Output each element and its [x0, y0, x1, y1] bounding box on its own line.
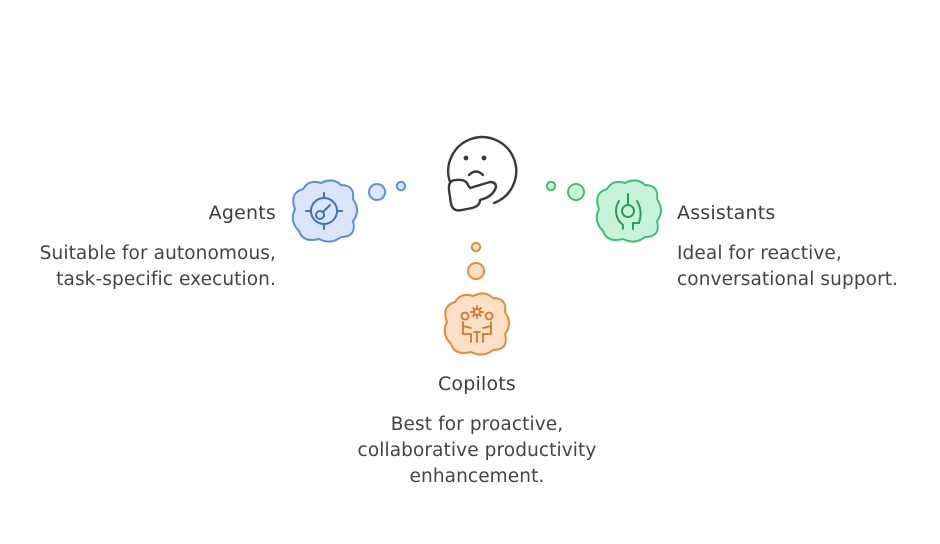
- copilots-description-line: Best for proactive,: [390, 414, 564, 435]
- assistants-description-line: Ideal for reactive,: [677, 243, 842, 264]
- agents-thought-dots: [368, 180, 407, 201]
- copilots-description-line: enhancement.: [409, 466, 545, 487]
- copilots-thought-dots: [467, 241, 485, 280]
- copilots-node[interactable]: [441, 290, 513, 358]
- assistants-node[interactable]: [593, 177, 665, 245]
- thinking-face-icon: [447, 135, 518, 212]
- assistants-thought-dots: [545, 180, 585, 201]
- agents-title: Agents: [208, 202, 276, 224]
- assistant-head-icon: [615, 193, 642, 230]
- agents-description-line: task-specific execution.: [56, 269, 276, 290]
- agents-description-line: Suitable for autonomous,: [39, 243, 276, 264]
- assistants-description-line: conversational support.: [677, 269, 899, 290]
- assistants-title: Assistants: [677, 202, 776, 224]
- agents-description: Suitable for autonomous, task-specific e…: [40, 241, 276, 293]
- gauge-target-icon: [305, 192, 343, 230]
- copilots-description: Best for proactive, collaborative produc…: [297, 412, 657, 490]
- copilots-title: Copilots: [437, 373, 517, 395]
- collaboration-icon: [460, 305, 494, 343]
- assistants-description: Ideal for reactive, conversational suppo…: [677, 241, 898, 293]
- agents-node[interactable]: [289, 177, 361, 245]
- copilots-description-line: collaborative productivity: [357, 440, 597, 461]
